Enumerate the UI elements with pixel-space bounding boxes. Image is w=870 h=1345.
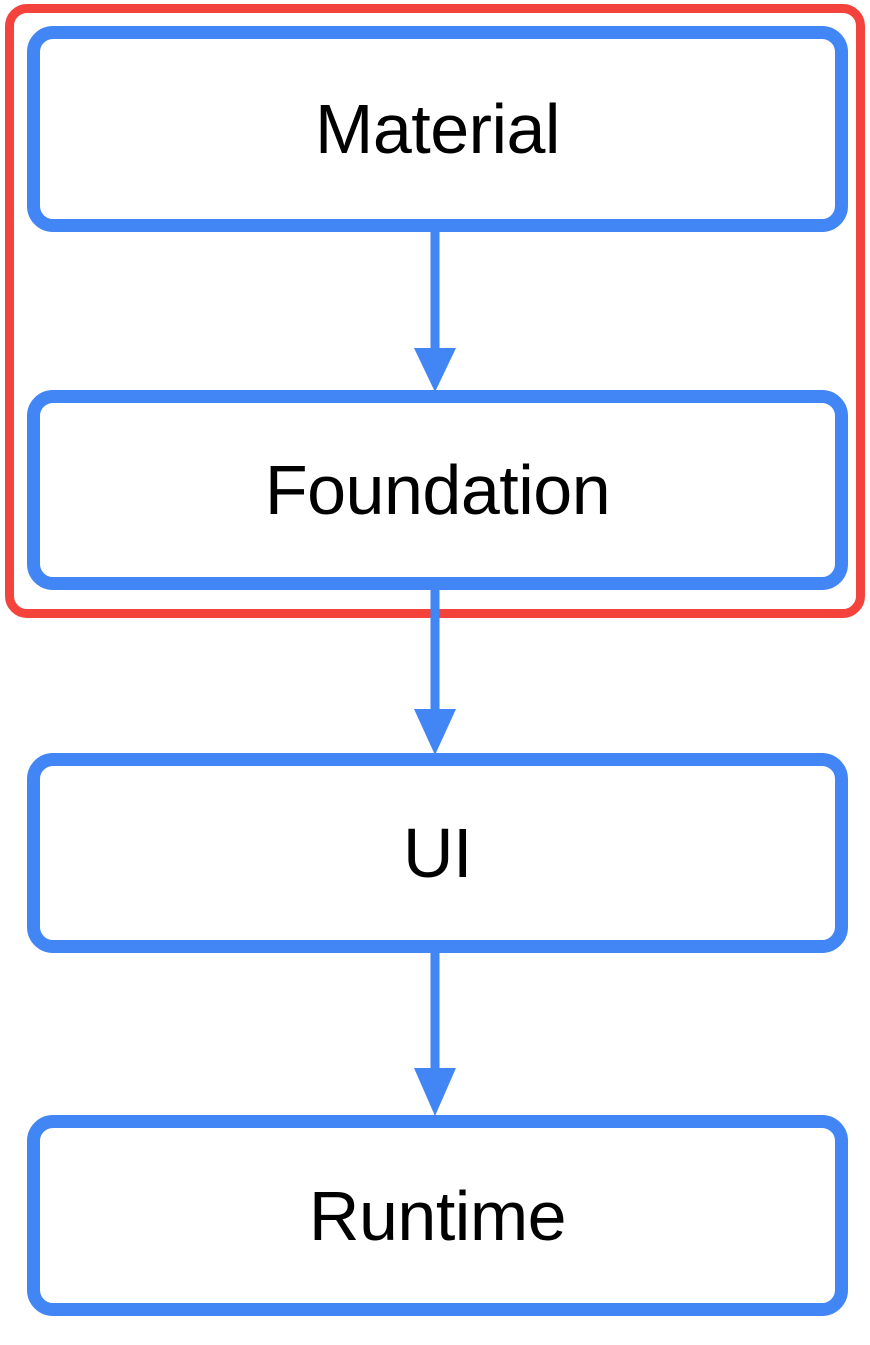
node-material[interactable]: Material: [27, 26, 848, 232]
node-ui-label: UI: [403, 814, 473, 892]
arrow-ui-to-runtime: [414, 953, 456, 1116]
node-foundation[interactable]: Foundation: [27, 390, 848, 590]
node-runtime[interactable]: Runtime: [27, 1115, 848, 1316]
node-material-label: Material: [315, 90, 560, 168]
node-foundation-label: Foundation: [264, 451, 611, 529]
node-runtime-label: Runtime: [308, 1176, 567, 1255]
node-ui[interactable]: UI: [27, 753, 848, 953]
